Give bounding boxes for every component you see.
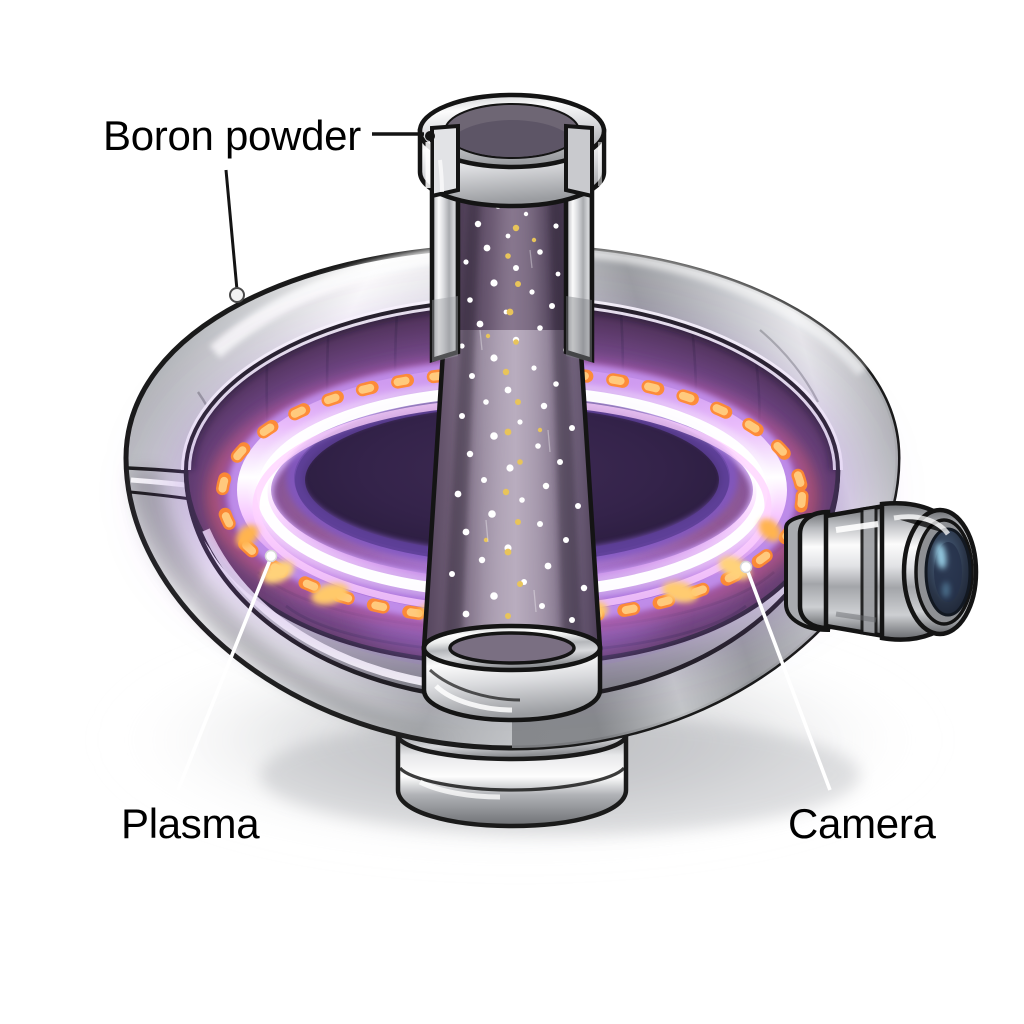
callout-leaders [176, 131, 832, 791]
camera-assembly [784, 501, 979, 642]
lower-divertor-port [421, 623, 603, 723]
label-boron-powder: Boron powder [103, 112, 361, 159]
leader-boron-to-shell [224, 169, 239, 291]
label-plasma: Plasma [121, 800, 260, 847]
leader-plasma [176, 559, 272, 791]
leader-dot-boron-tube [425, 131, 435, 141]
leader-dot-camera [739, 560, 753, 574]
leader-dot-boron-shell [229, 287, 245, 303]
leader-dot-plasma [264, 549, 278, 563]
leader-camera [746, 571, 832, 791]
label-camera: Camera [788, 800, 937, 847]
top-injection-port [417, 92, 607, 364]
callout-labels: Boron powder Plasma Camera [103, 112, 937, 847]
